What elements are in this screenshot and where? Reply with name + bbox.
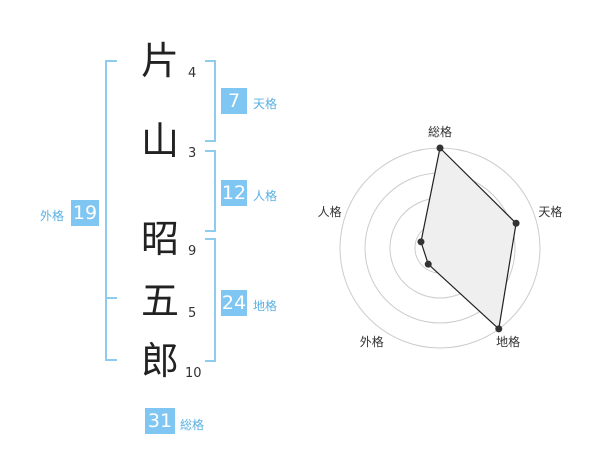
stroke-count-4: 5: [188, 306, 197, 321]
radar-point-4: [424, 260, 432, 268]
gaikaku-label: 外格: [40, 209, 65, 223]
jinkaku-value-badge: 12: [221, 180, 247, 206]
radar-series-polygon: [420, 146, 517, 331]
name-char-5: 郎: [140, 339, 179, 383]
gaikaku-bracket: [105, 60, 117, 361]
radar-axis-label-4: 外格: [360, 334, 384, 349]
gaikaku-value-badge: 19: [71, 200, 99, 226]
soukaku-label: 総格: [180, 418, 205, 432]
jinkaku-label: 人格: [253, 189, 278, 203]
gaikaku-bracket-divider: [107, 297, 117, 299]
tenkaku-bracket: [205, 60, 216, 142]
chikaku-value-badge: 24: [221, 290, 247, 316]
radar-point-3: [495, 325, 503, 333]
jinkaku-bracket: [205, 150, 216, 232]
radar-axis-label-1: 総格: [428, 124, 452, 139]
stroke-count-5: 10: [185, 366, 202, 381]
name-char-1: 片: [140, 39, 179, 83]
radar-point-2: [512, 219, 520, 227]
radar-point-5: [417, 238, 425, 246]
stroke-count-3: 9: [188, 244, 197, 259]
name-char-2: 山: [140, 119, 179, 163]
chikaku-bracket: [205, 238, 216, 362]
tenkaku-label: 天格: [253, 97, 278, 111]
soukaku-value-badge: 31: [145, 408, 175, 434]
radar-axis-label-5: 人格: [318, 204, 342, 219]
name-char-4: 五: [140, 279, 179, 323]
stroke-count-1: 4: [188, 66, 197, 81]
chikaku-label: 地格: [253, 299, 278, 313]
radar-axis-label-3: 地格: [496, 334, 520, 349]
radar-point-1: [436, 144, 444, 152]
name-char-3: 昭: [140, 217, 179, 261]
tenkaku-value-badge: 7: [221, 88, 247, 114]
stroke-count-2: 3: [188, 146, 197, 161]
radar-axis-label-2: 天格: [538, 204, 562, 219]
